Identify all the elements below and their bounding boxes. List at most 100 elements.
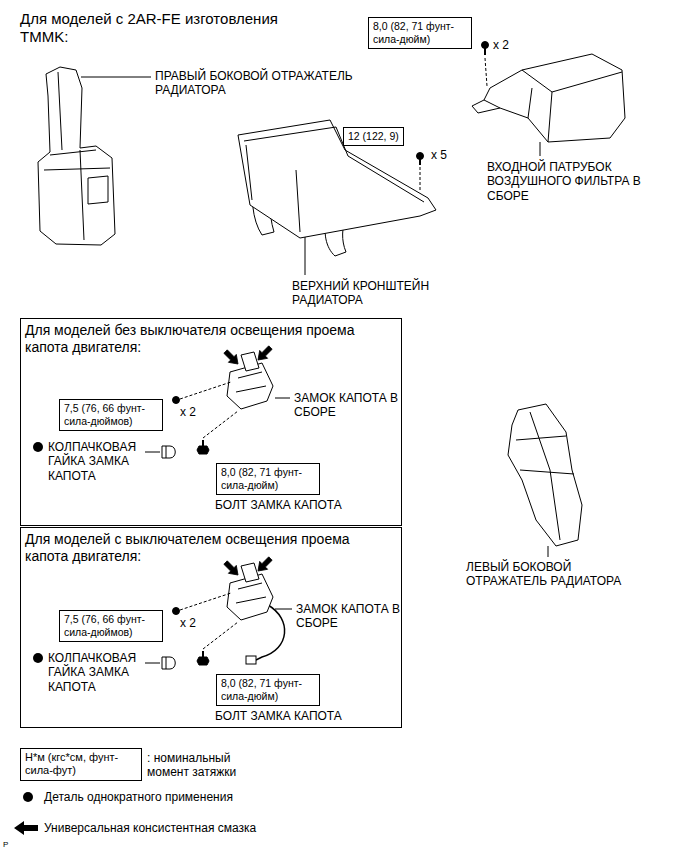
- title-holder: Для моделей с 2AR-FE изготовления TMMK:: [20, 10, 325, 46]
- right-deflector-drawing: [88, 176, 108, 204]
- label-holder: ЗАМОК КАПОТА В СБОРЕ: [294, 391, 400, 420]
- hood-lock-drawing: [166, 446, 167, 458]
- torque-spec-box: 7,5 (76, 66 фунт- сила-дюймов): [59, 399, 163, 431]
- label-holder: P: [3, 840, 8, 850]
- legend-sample: [12, 789, 40, 805]
- legend-unit-text: Н*м (кгс*см, фунт- сила-фут): [21, 749, 141, 779]
- label-holder: x 5: [431, 148, 447, 162]
- torque-value: 8,0 (82, 71 фунт- сила-дюйм): [369, 18, 471, 47]
- torque-spec-box: 12 (122, 9): [343, 127, 404, 146]
- one-time-part-dot: [23, 792, 33, 802]
- label-holder: КОЛПАЧКОВАЯ ГАЙКА ЗАМКА КАПОТА: [48, 440, 154, 483]
- radiator-bracket-drawing: [420, 167, 421, 191]
- hood-lock-with-switch-drawing: [275, 609, 292, 610]
- quantity: x 2: [180, 405, 196, 419]
- torque-spec-box: 8,0 (82, 71 фунт- сила-дюйм): [216, 463, 320, 495]
- part-name: ЗАМОК КАПОТА В СБОРЕ: [296, 602, 400, 631]
- part-name: ПРАВЫЙ БОКОВОЙ ОТРАЖАТЕЛЬ РАДИАТОРА: [155, 69, 387, 98]
- label-holder: x 2: [180, 616, 196, 630]
- hood-lock-with-switch-drawing: [33, 653, 43, 663]
- radiator-bracket-drawing: [244, 127, 424, 232]
- page-title: Для моделей с 2AR-FE изготовления TMMK:: [20, 10, 325, 46]
- legend-sample: [12, 820, 40, 836]
- air-inlet-drawing: [482, 42, 489, 49]
- legend-text: Универсальная консистентная смазка: [44, 821, 256, 835]
- label-holder: ВХОДНОЙ ПАТРУБОК ВОЗДУШНОГО ФИЛЬТРА В СБ…: [487, 160, 669, 203]
- left-deflector-drawing: [516, 412, 574, 540]
- torque-value: 8,0 (82, 71 фунт- сила-дюйм): [217, 675, 319, 704]
- part-name: КОЛПАЧКОВАЯ ГАЙКА ЗАМКА КАПОТА: [48, 440, 154, 483]
- radiator-bracket-drawing: [305, 237, 306, 275]
- torque-spec-box: 8,0 (82, 71 фунт- сила-дюйм): [368, 17, 472, 49]
- label-holder: КОЛПАЧКОВАЯ ГАЙКА ЗАМКА КАПОТА: [48, 651, 154, 694]
- hood-lock-with-switch-drawing: [254, 555, 274, 575]
- part-name: БОЛТ ЗАМКА КАПОТА: [215, 498, 342, 512]
- label-holder: ЛЕВЫЙ БОКОВОЙ ОТРАЖАТЕЛЬ РАДИАТОРА: [466, 560, 628, 589]
- radiator-bracket-drawing: [238, 120, 436, 275]
- torque-value: 7,5 (76, 66 фунт- сила-дюймов): [60, 400, 162, 429]
- label-holder: БОЛТ ЗАМКА КАПОТА: [215, 709, 342, 723]
- torque-value: 8,0 (82, 71 фунт- сила-дюйм): [217, 464, 319, 493]
- legend-row: Универсальная консистентная смазка: [12, 820, 256, 836]
- air-inlet-drawing: [484, 48, 486, 55]
- torque-value: 7,5 (76, 66 фунт- сила-дюймов): [60, 611, 162, 640]
- hood-lock-with-switch-drawing: [162, 657, 175, 669]
- hood-lock-drawing: [162, 446, 175, 458]
- radiator-bracket-drawing: [417, 153, 424, 160]
- label-holder: x 2: [493, 38, 509, 52]
- hood-lock-with-switch-drawing: [173, 608, 180, 615]
- air-inlet-drawing: [540, 142, 541, 156]
- part-name: ВХОДНОЙ ПАТРУБОК ВОЗДУШНОГО ФИЛЬТРА В СБ…: [487, 160, 669, 203]
- hood-lock-drawing: [145, 452, 160, 453]
- right-deflector-drawing: [44, 72, 110, 240]
- quantity: x 2: [180, 616, 196, 630]
- left-deflector-drawing: [548, 546, 549, 557]
- air-inlet-drawing: [472, 42, 625, 157]
- label-holder: ВЕРХНИЙ КРОНШТЕЙН РАДИАТОРА: [292, 279, 470, 308]
- variant-panel: Для моделей без выключателя освещения пр…: [20, 318, 402, 526]
- legend-row: Деталь однократного применения: [12, 789, 256, 805]
- hood-lock-with-switch-drawing: [202, 651, 204, 657]
- label-holder: ЗАМОК КАПОТА В СБОРЕ: [296, 602, 400, 631]
- hood-lock-with-switch-drawing: [203, 622, 238, 649]
- label-holder: БОЛТ ЗАМКА КАПОТА: [215, 498, 342, 512]
- left-deflector-drawing: [508, 404, 582, 557]
- part-name: БОЛТ ЗАМКА КАПОТА: [215, 709, 342, 723]
- hood-lock-with-switch-drawing: [246, 656, 256, 664]
- legend-text: Деталь однократного применения: [44, 790, 233, 804]
- part-name: ВЕРХНИЙ КРОНШТЕЙН РАДИАТОРА: [292, 279, 470, 308]
- air-inlet-drawing: [472, 100, 500, 113]
- right-deflector-drawing: [81, 77, 151, 78]
- hood-lock-with-switch-drawing: [236, 583, 266, 603]
- hood-lock-drawing: [33, 442, 43, 452]
- hood-lock-drawing: [222, 348, 242, 368]
- page-mark: P: [3, 840, 8, 850]
- hood-lock-drawing: [173, 397, 180, 404]
- legend-box: Н*м (кгс*см, фунт- сила-фут): номинальны…: [20, 748, 142, 781]
- variant-panel: Для моделей с выключателем освещения про…: [20, 527, 402, 728]
- label-holder: ПРАВЫЙ БОКОВОЙ ОТРАЖАТЕЛЬ РАДИАТОРА: [155, 69, 387, 98]
- right-deflector-drawing: [38, 67, 151, 245]
- hood-lock-drawing: [197, 446, 209, 454]
- legend-note: : номинальный момент затяжки: [143, 749, 263, 782]
- hood-lock-drawing: [241, 352, 259, 371]
- air-inlet-drawing: [485, 58, 487, 86]
- torque-spec-box: 8,0 (82, 71 фунт- сила-дюйм): [216, 674, 320, 706]
- hood-lock-drawing: [254, 344, 274, 364]
- torque-spec-box: 7,5 (76, 66 фунт- сила-дюймов): [59, 610, 163, 642]
- quantity: x 5: [431, 148, 447, 162]
- hood-lock-drawing: [236, 372, 266, 392]
- torque-value: 12 (122, 9): [344, 128, 403, 145]
- legend: Деталь однократного примененияУниверсаль…: [12, 789, 256, 851]
- air-inlet-drawing: [484, 54, 625, 142]
- hood-lock-drawing: [202, 440, 204, 446]
- label-holder: x 2: [180, 405, 196, 419]
- hood-lock-with-switch-drawing: [222, 559, 242, 579]
- radiator-bracket-drawing: [419, 159, 421, 165]
- hood-lock-with-switch-drawing: [180, 593, 231, 610]
- air-inlet-drawing: [522, 70, 622, 142]
- hood-lock-drawing: [203, 411, 238, 438]
- hood-lock-drawing: [180, 382, 231, 399]
- radiator-bracket-drawing: [238, 120, 436, 238]
